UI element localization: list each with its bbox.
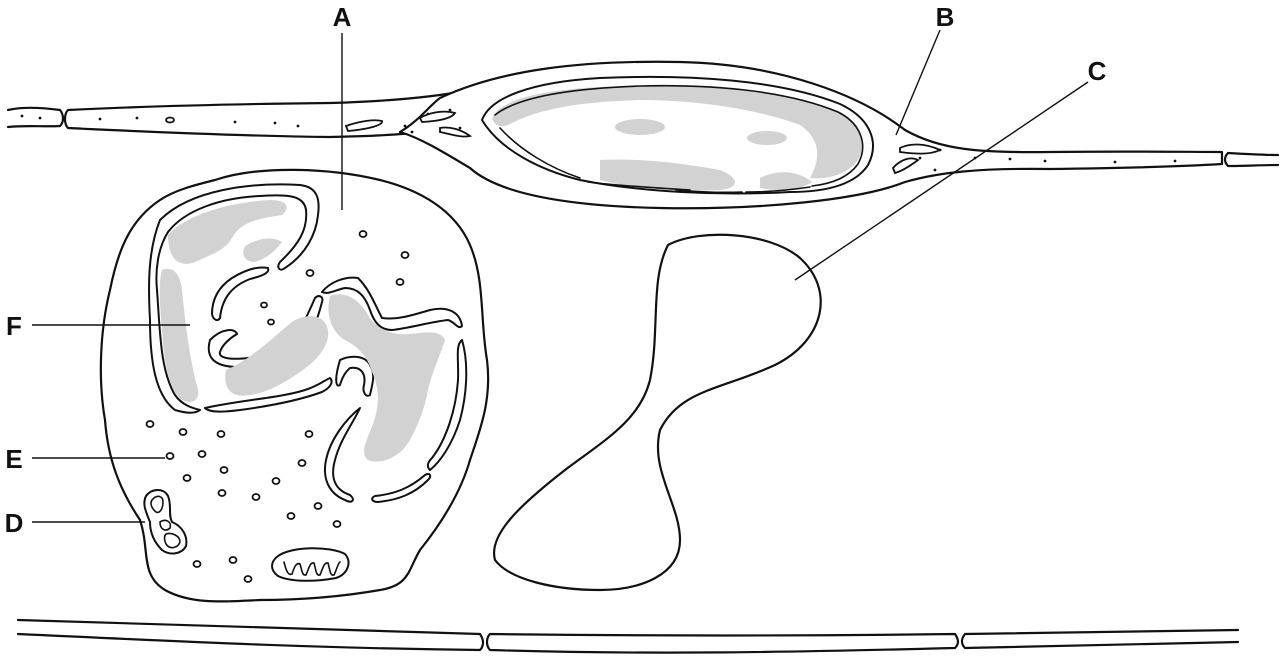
- leukocyte-cell: [101, 170, 488, 602]
- label-a: A: [333, 2, 352, 32]
- label-d: D: [5, 508, 24, 538]
- label-e: E: [5, 444, 22, 474]
- red-blood-cell: [494, 235, 821, 590]
- endothelial-cell-bottom: [18, 620, 1238, 653]
- leader-line-b: [896, 30, 940, 135]
- mitochondrion: [272, 548, 348, 581]
- label-c: C: [1088, 56, 1107, 86]
- label-f: F: [6, 311, 22, 341]
- label-b: B: [936, 2, 955, 32]
